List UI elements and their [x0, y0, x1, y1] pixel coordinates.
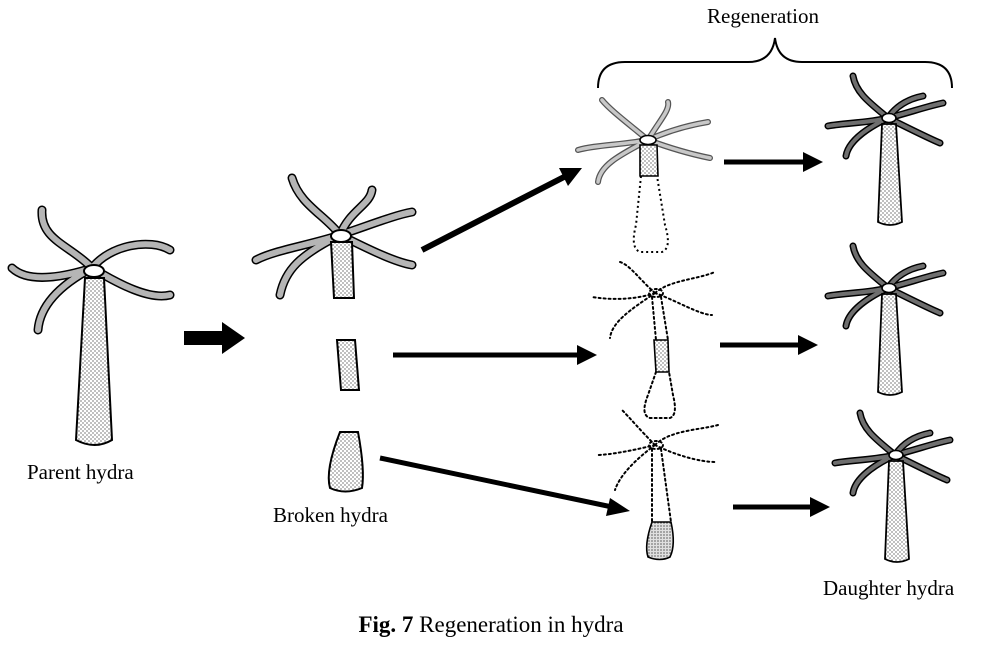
broken-hydra-top: [251, 173, 417, 300]
arrow-to-daughter-3: [733, 497, 830, 517]
broken-hydra-middle: [335, 339, 361, 391]
daughter-hydra-3: [831, 409, 954, 563]
broken-hydra-base: [327, 431, 364, 493]
figure-caption: Fig. 7 Regeneration in hydra: [0, 612, 982, 638]
regenerating-base-piece: [595, 409, 719, 561]
daughter-hydra-label: Daughter hydra: [823, 576, 955, 600]
figure-title: Regeneration in hydra: [413, 612, 624, 637]
arrow-parent-to-broken: [184, 322, 245, 354]
arrow-to-daughter-1: [724, 152, 823, 172]
regeneration-label: Regeneration: [707, 4, 819, 28]
regenerating-middle-piece: [591, 261, 716, 419]
arrow-top-to-regen: [420, 168, 582, 253]
arrow-middle-to-regen: [393, 345, 597, 365]
arrow-to-daughter-2: [720, 335, 818, 355]
broken-hydra-label: Broken hydra: [273, 503, 388, 527]
figure-number: Fig. 7: [358, 612, 414, 637]
arrow-base-to-regen: [379, 455, 630, 516]
parent-hydra: [7, 205, 175, 446]
regenerating-top-piece: [575, 97, 713, 253]
daughter-hydra-2: [824, 242, 947, 396]
daughter-hydra-1: [824, 72, 947, 226]
parent-hydra-label: Parent hydra: [27, 460, 134, 484]
regeneration-brace: [597, 37, 953, 89]
